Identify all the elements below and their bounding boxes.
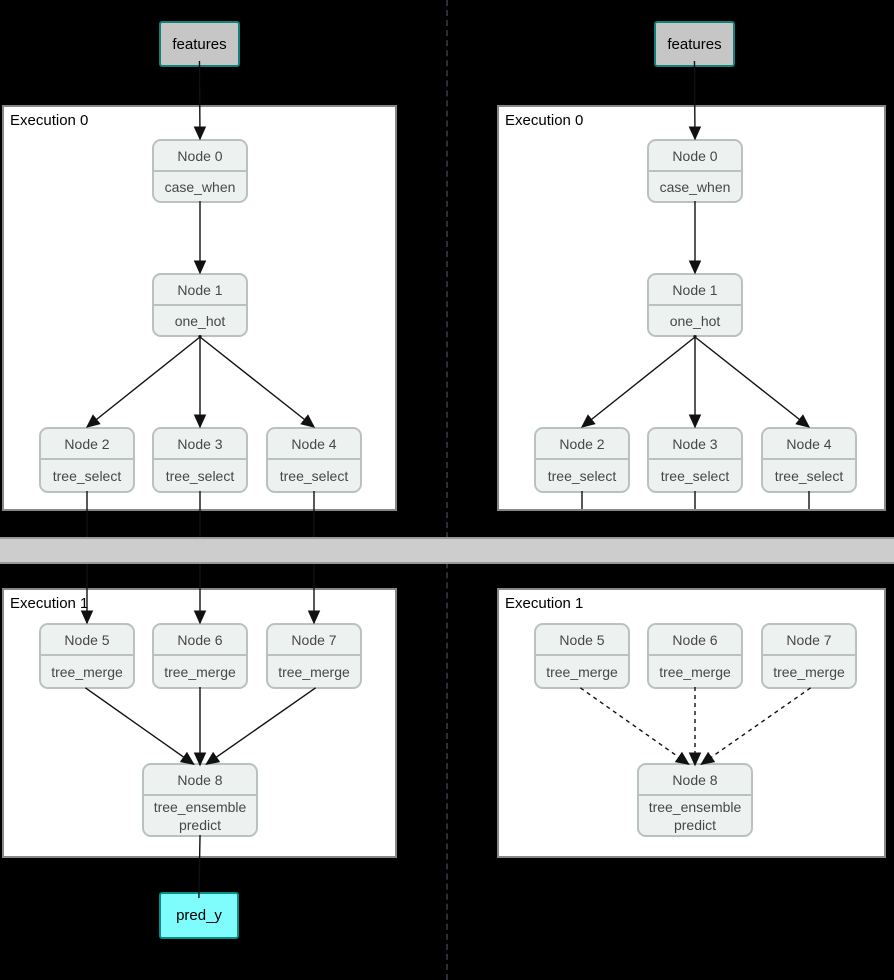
node-6-left: Node 6 tree_merge [152,623,248,689]
features-input-box-left: features [159,21,240,67]
column-divider-dashed-line [446,0,448,980]
features-label: features [172,35,227,53]
node-7-right: Node 7 tree_merge [761,623,857,689]
node-5-left: Node 5 tree_merge [39,623,135,689]
node-1-right: Node 1 one_hot [647,273,743,337]
node-title: Node 8 [144,765,256,796]
node-op: tree_merge [659,663,731,680]
node-5-right: Node 5 tree_merge [534,623,630,689]
sync-bar [0,537,894,564]
node-title: Node 0 [649,141,741,172]
node-title: Node 4 [268,429,360,460]
node-op: case_when [164,178,236,195]
panel-title: Execution 1 [10,595,89,612]
node-8-right: Node 8 tree_ensemble predict [637,763,753,837]
node-op: tree_select [52,467,122,484]
node-1-left: Node 1 one_hot [152,273,248,337]
node-title: Node 6 [154,625,246,656]
node-title: Node 5 [41,625,133,656]
node-6-right: Node 6 tree_merge [647,623,743,689]
node-3-right: Node 3 tree_select [647,427,743,493]
node-title: Node 8 [639,765,751,796]
node-title: Node 2 [536,429,628,460]
node-title: Node 6 [649,625,741,656]
node-op: case_when [659,178,731,195]
node-op: tree_merge [278,663,350,680]
node-op: one_hot [174,312,226,329]
node-0-right: Node 0 case_when [647,139,743,203]
node-op: tree_merge [773,663,845,680]
node-title: Node 0 [154,141,246,172]
node-op: tree_merge [164,663,236,680]
node-4-left: Node 4 tree_select [266,427,362,493]
features-input-box-right: features [654,21,735,67]
node-op: tree_select [547,467,617,484]
panel-title: Execution 1 [505,595,584,612]
node-op: tree_ensemble predict [153,798,247,833]
node-op: tree_select [774,467,844,484]
node-2-left: Node 2 tree_select [39,427,135,493]
node-4-right: Node 4 tree_select [761,427,857,493]
panel-title: Execution 0 [505,112,584,129]
node-0-left: Node 0 case_when [152,139,248,203]
node-op: tree_select [279,467,349,484]
node-op: tree_merge [51,663,123,680]
node-title: Node 7 [763,625,855,656]
node-title: Node 5 [536,625,628,656]
node-op: one_hot [669,312,721,329]
node-title: Node 4 [763,429,855,460]
node-op: tree_select [660,467,730,484]
node-title: Node 7 [268,625,360,656]
node-op: tree_select [165,467,235,484]
node-7-left: Node 7 tree_merge [266,623,362,689]
pred-y-output-box: pred_y [159,892,239,939]
node-title: Node 3 [649,429,741,460]
node-title: Node 1 [649,275,741,306]
features-label: features [667,35,722,53]
node-title: Node 3 [154,429,246,460]
pred-y-label: pred_y [176,907,222,924]
node-op: tree_ensemble predict [648,798,742,833]
node-op: tree_merge [546,663,618,680]
node-2-right: Node 2 tree_select [534,427,630,493]
node-title: Node 1 [154,275,246,306]
node-title: Node 2 [41,429,133,460]
node-8-left: Node 8 tree_ensemble predict [142,763,258,837]
node-3-left: Node 3 tree_select [152,427,248,493]
panel-title: Execution 0 [10,112,89,129]
